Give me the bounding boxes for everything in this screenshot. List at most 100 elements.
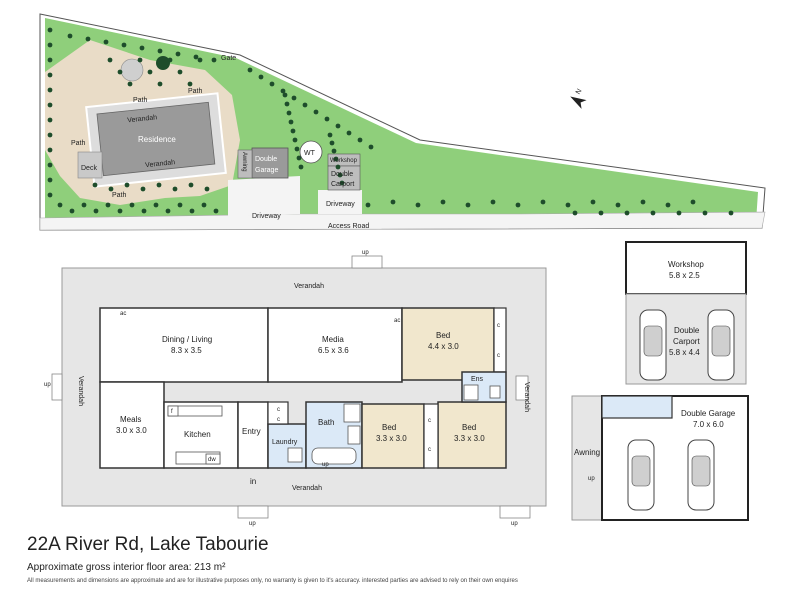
tree-icon (465, 202, 471, 208)
site-double-garage-label-2: Garage (255, 167, 278, 174)
tree-icon (327, 132, 333, 138)
site-driveway-label: Driveway (326, 201, 355, 208)
tree-icon (92, 182, 98, 188)
tree-icon (572, 210, 578, 216)
tree-icon (187, 81, 193, 87)
tree-icon (47, 57, 53, 63)
tree-icon (728, 210, 734, 216)
svg-text:N: N (575, 88, 584, 96)
tree-icon (156, 182, 162, 188)
tree-icon (129, 202, 135, 208)
tree-icon (440, 199, 446, 205)
room-dining-living (99, 307, 269, 383)
verandah-label-right: Verandah (523, 382, 530, 412)
car-cabin (691, 455, 711, 487)
property-address-title: 22A River Rd, Lake Tabourie (27, 534, 269, 555)
room-media (267, 307, 403, 383)
tree-icon (346, 130, 352, 136)
tree-icon (137, 57, 143, 63)
front-steps (351, 255, 383, 269)
garage-dims: 7.0 x 6.0 (693, 420, 724, 429)
tree-icon (47, 162, 53, 168)
meals-name: Meals (120, 415, 141, 424)
tree-icon (147, 69, 153, 75)
cupboard-label: c (277, 417, 280, 423)
tree-icon (85, 36, 91, 42)
ensuite-shower (463, 384, 479, 401)
tree-icon (368, 144, 374, 150)
tree-icon (177, 69, 183, 75)
tree-icon (117, 208, 123, 214)
tree-icon (284, 101, 290, 107)
tree-icon (47, 87, 53, 93)
tree-icon (290, 128, 296, 134)
dining-living-dims: 8.3 x 3.5 (171, 346, 202, 355)
tree-icon (615, 202, 621, 208)
meals-dims: 3.0 x 3.0 (116, 426, 147, 435)
site-trees (47, 27, 734, 216)
tree-icon (81, 202, 87, 208)
side-steps-right (515, 375, 529, 401)
cupboard-label: c (428, 418, 431, 424)
tree-icon (153, 202, 159, 208)
tree-icon (540, 199, 546, 205)
garage-bathroom (601, 395, 673, 419)
room-bed-2 (361, 403, 425, 469)
tree-icon (565, 202, 571, 208)
site-driveway-label: Driveway (252, 213, 281, 220)
driveway-b (318, 190, 362, 214)
kitchen-fridge (167, 405, 179, 417)
water-tank (299, 140, 323, 164)
carport-dims: 5.8 x 4.4 (669, 348, 700, 357)
tree-icon (213, 208, 219, 214)
kitchen-dishwasher (205, 453, 221, 465)
cupboard-label: c (497, 353, 500, 359)
workshop-dims: 5.8 x 2.5 (669, 271, 700, 280)
bed-2-dims: 3.3 x 3.0 (376, 434, 407, 443)
tree-icon (188, 182, 194, 188)
tree-icon (103, 39, 109, 45)
main-floor-plan: Verandah Verandah Verandah Verandah Dini… (44, 250, 547, 527)
site-plan: Gate Path Path Path Path Verandah Verand… (39, 13, 766, 231)
cupboard-label: c (277, 407, 280, 413)
site-path-label: Path (188, 88, 203, 95)
site-awning (237, 149, 253, 179)
bath-name: Bath (318, 418, 334, 427)
laundry-tub (287, 447, 303, 463)
residence-building (96, 101, 216, 177)
stairs-up-label: up (44, 382, 51, 388)
tree-icon (282, 92, 288, 98)
verandah-label-bottom: Verandah (292, 485, 322, 492)
bath-shower (343, 403, 361, 423)
site-double-carport-label-2: Carport (331, 181, 354, 188)
bed-3-robe (423, 403, 439, 469)
tree-icon (197, 57, 203, 63)
media-name: Media (322, 335, 344, 344)
awning-label: Awning (574, 448, 600, 457)
tree-icon (313, 109, 319, 115)
tree-icon (702, 210, 708, 216)
rear-steps-left (237, 505, 269, 519)
carport-name-2: Carport (673, 337, 700, 346)
tree-icon (124, 182, 130, 188)
feature-tree (156, 56, 170, 70)
kitchen-name: Kitchen (184, 430, 211, 439)
vehicles (627, 309, 735, 511)
laundry-cupboard (267, 401, 289, 425)
cupboard-label: c (497, 323, 500, 329)
garage-awning (571, 395, 603, 521)
tree-icon (127, 81, 133, 87)
side-steps-left (51, 373, 63, 401)
disclaimer-text: All measurements and dimensions are appr… (27, 578, 518, 584)
site-path-label: Path (71, 140, 86, 147)
tree-icon (258, 74, 264, 80)
tree-icon (515, 202, 521, 208)
workshop-name: Workshop (668, 260, 704, 269)
dishwasher-label: dw (208, 457, 216, 463)
tree-icon (665, 202, 671, 208)
verandah-label-left: Verandah (77, 376, 84, 406)
tree-icon (167, 57, 173, 63)
tree-icon (189, 208, 195, 214)
